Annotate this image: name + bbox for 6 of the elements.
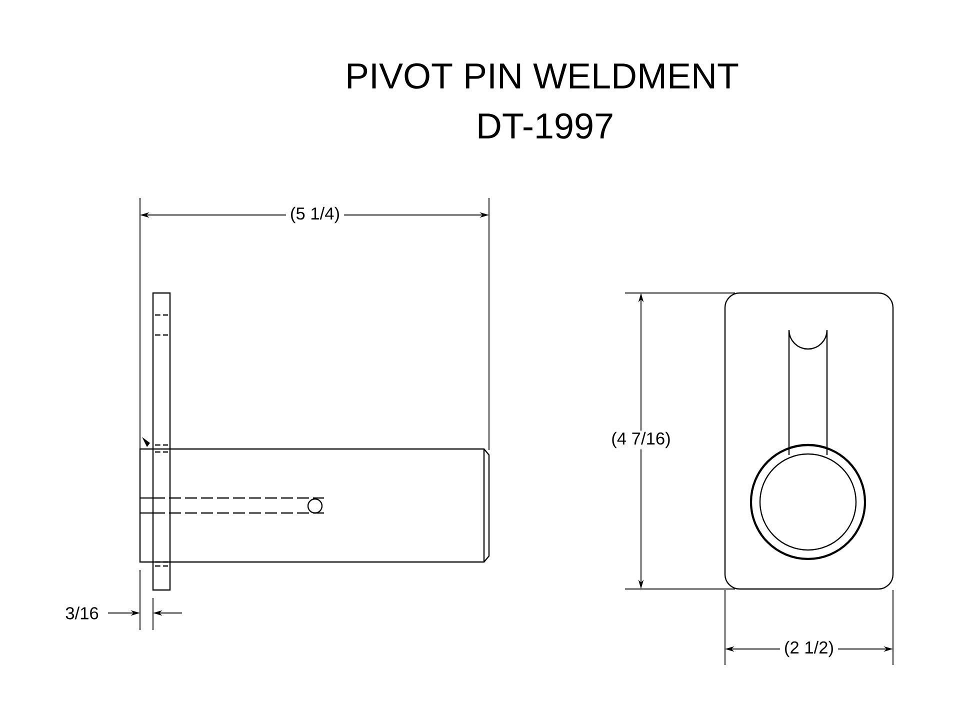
drawing-number: DT-1997 [478,113,612,139]
dimension-label: (2 1/2) [785,640,833,658]
title: PIVOT PIN WELDMENT [348,63,738,89]
dimension-label: 3/16 [66,606,98,620]
dimension-label: (5 1/4) [291,206,339,224]
dimension-label: (4 7/16) [612,432,670,448]
